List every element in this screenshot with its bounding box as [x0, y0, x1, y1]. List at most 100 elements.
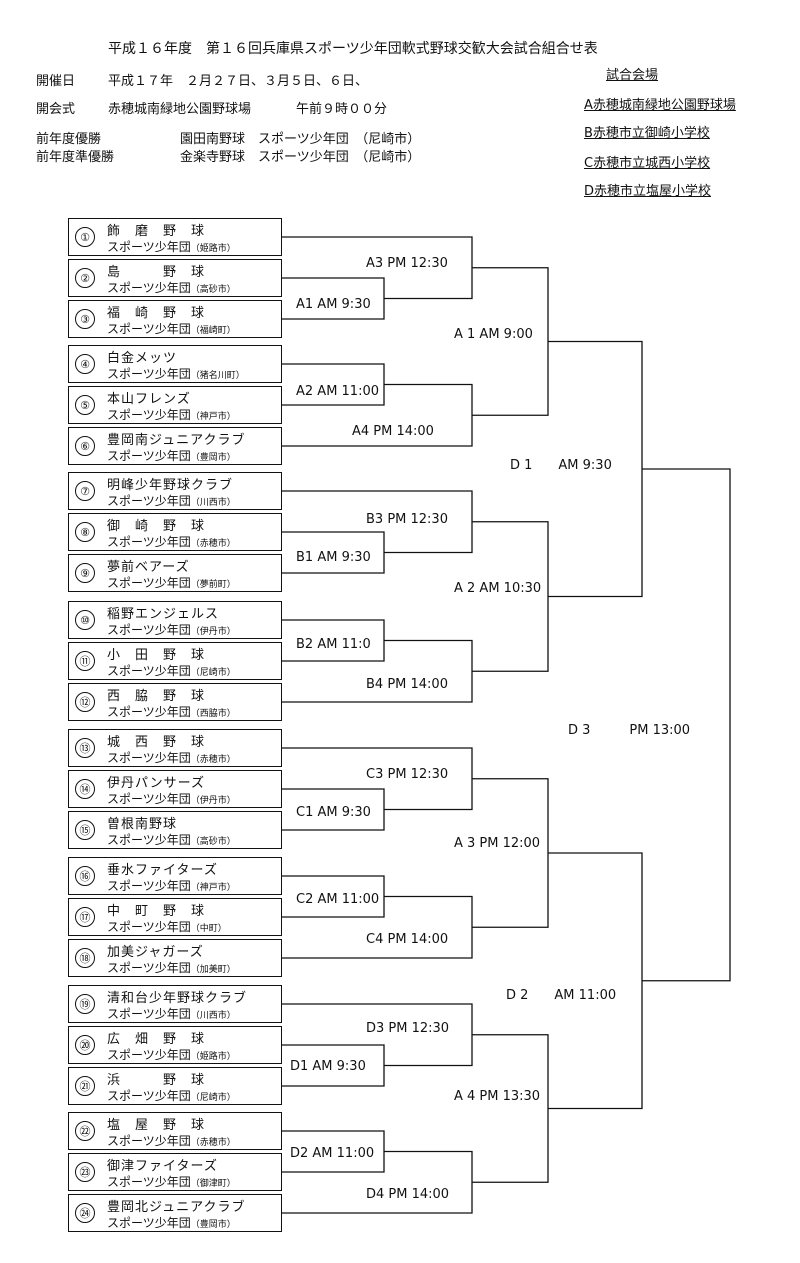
team-name: 夢前ベアーズ: [107, 560, 190, 575]
venue-a: A赤穂城南緑地公園野球場: [584, 98, 736, 113]
team-number: ⑱: [75, 948, 95, 968]
team-number: ㉔: [75, 1203, 95, 1223]
team-number: ㉓: [75, 1162, 95, 1182]
team-city: （川西市）: [190, 498, 236, 508]
team-city: （夢前町）: [190, 580, 236, 590]
team-name: 西 脇 野 球: [107, 689, 206, 704]
venue-b: B赤穂市立御崎小学校: [584, 126, 710, 141]
match-label-r1: D2 AM 11:00: [290, 1146, 375, 1161]
team-number: ①: [75, 227, 95, 247]
opening-label: 開会式: [36, 102, 76, 117]
match-label-r1: B2 AM 11:0: [296, 637, 371, 652]
team-city: （赤穂市）: [190, 1138, 236, 1148]
team-number: ⑩: [75, 610, 95, 630]
team-suffix: スポーツ少年団（高砂市）: [107, 281, 236, 295]
team-suffix: スポーツ少年団（尼崎市）: [107, 664, 236, 678]
team-city: （福崎町）: [190, 326, 236, 336]
team-number: ⑰: [75, 907, 95, 927]
team-city: （赤穂市）: [190, 755, 236, 765]
team-city: （猪名川町）: [190, 371, 245, 381]
team-number: ⑤: [75, 395, 95, 415]
team-suffix: スポーツ少年団（中町）: [107, 920, 227, 934]
match-label-r2: B3 PM 12:30: [366, 512, 448, 527]
team-number: ⑳: [75, 1035, 95, 1055]
team-city: （尼崎市）: [190, 668, 236, 678]
team-suffix: スポーツ少年団（姫路市）: [107, 1048, 236, 1062]
team-number: ㉒: [75, 1121, 95, 1141]
team-city: （川西市）: [190, 1011, 236, 1021]
team-number: ③: [75, 309, 95, 329]
team-number: ⑫: [75, 692, 95, 712]
team-suffix: スポーツ少年団（赤穂市）: [107, 751, 236, 765]
team-number: ⑭: [75, 779, 95, 799]
match-label-final: D 3 PM 13:00: [568, 723, 691, 738]
match-label-r2: D3 PM 12:30: [366, 1021, 450, 1036]
bracket-line: [472, 521, 549, 672]
team-city: （高砂市）: [190, 837, 236, 847]
opening-time: 午前９時００分: [296, 102, 388, 117]
match-label-r3: A 4 PM 13:30: [454, 1089, 541, 1104]
team-suffix: スポーツ少年団（神戸市）: [107, 879, 236, 893]
team-name: 豊岡南ジュニアクラブ: [107, 433, 246, 448]
team-number: ⑲: [75, 994, 95, 1014]
team-suffix: スポーツ少年団（姫路市）: [107, 240, 236, 254]
team-box: ⑤ 本山フレンズスポーツ少年団（神戸市）: [68, 386, 282, 424]
opening-place: 赤穂城南緑地公園野球場: [108, 102, 252, 117]
team-city: （神戸市）: [190, 883, 236, 893]
team-name: 福 崎 野 球: [107, 306, 206, 321]
runnerup-label: 前年度準優勝: [36, 150, 115, 165]
match-label-r1: A2 AM 11:00: [296, 384, 380, 399]
team-name: 曽根南野球: [107, 817, 178, 832]
team-name: 白金メッツ: [107, 351, 178, 366]
team-city: （伊丹市）: [190, 627, 236, 637]
team-suffix: スポーツ少年団（豊岡市）: [107, 449, 236, 463]
match-label-r2: A4 PM 14:00: [352, 424, 434, 439]
team-suffix: スポーツ少年団（伊丹市）: [107, 792, 236, 806]
match-label-r4: D 1 AM 9:30: [510, 458, 612, 473]
team-suffix: スポーツ少年団（赤穂市）: [107, 535, 236, 549]
team-name: 御津ファイターズ: [107, 1159, 218, 1174]
team-name: 本山フレンズ: [107, 392, 191, 407]
team-name: 伊丹パンサーズ: [107, 776, 206, 791]
team-suffix: スポーツ少年団（神戸市）: [107, 408, 236, 422]
team-number: ⑦: [75, 481, 95, 501]
team-suffix: スポーツ少年団（川西市）: [107, 494, 236, 508]
team-number: ㉑: [75, 1076, 95, 1096]
team-name: 稲野エンジェルス: [107, 607, 220, 622]
team-city: （豊岡市）: [190, 1220, 236, 1230]
match-label-r2: A3 PM 12:30: [366, 256, 448, 271]
bracket-line: [472, 778, 549, 928]
venue-c: C赤穂市立城西小学校: [584, 156, 711, 171]
bracket-line: [642, 468, 731, 982]
team-number: ④: [75, 354, 95, 374]
match-label-r1: D1 AM 9:30: [290, 1059, 366, 1074]
team-number: ②: [75, 268, 95, 288]
team-city: （神戸市）: [190, 412, 236, 422]
team-name: 加美ジャガーズ: [107, 945, 204, 960]
team-name: 浜 野 球: [107, 1073, 206, 1088]
team-suffix: スポーツ少年団（赤穂市）: [107, 1134, 236, 1148]
match-label-r1: B1 AM 9:30: [296, 550, 371, 565]
team-number: ⑧: [75, 522, 95, 542]
venue-heading: 試合会場: [606, 68, 659, 83]
team-city: （豊岡市）: [190, 453, 236, 463]
team-name: 小 田 野 球: [107, 648, 206, 663]
match-label-r2: C4 PM 14:00: [366, 932, 449, 947]
